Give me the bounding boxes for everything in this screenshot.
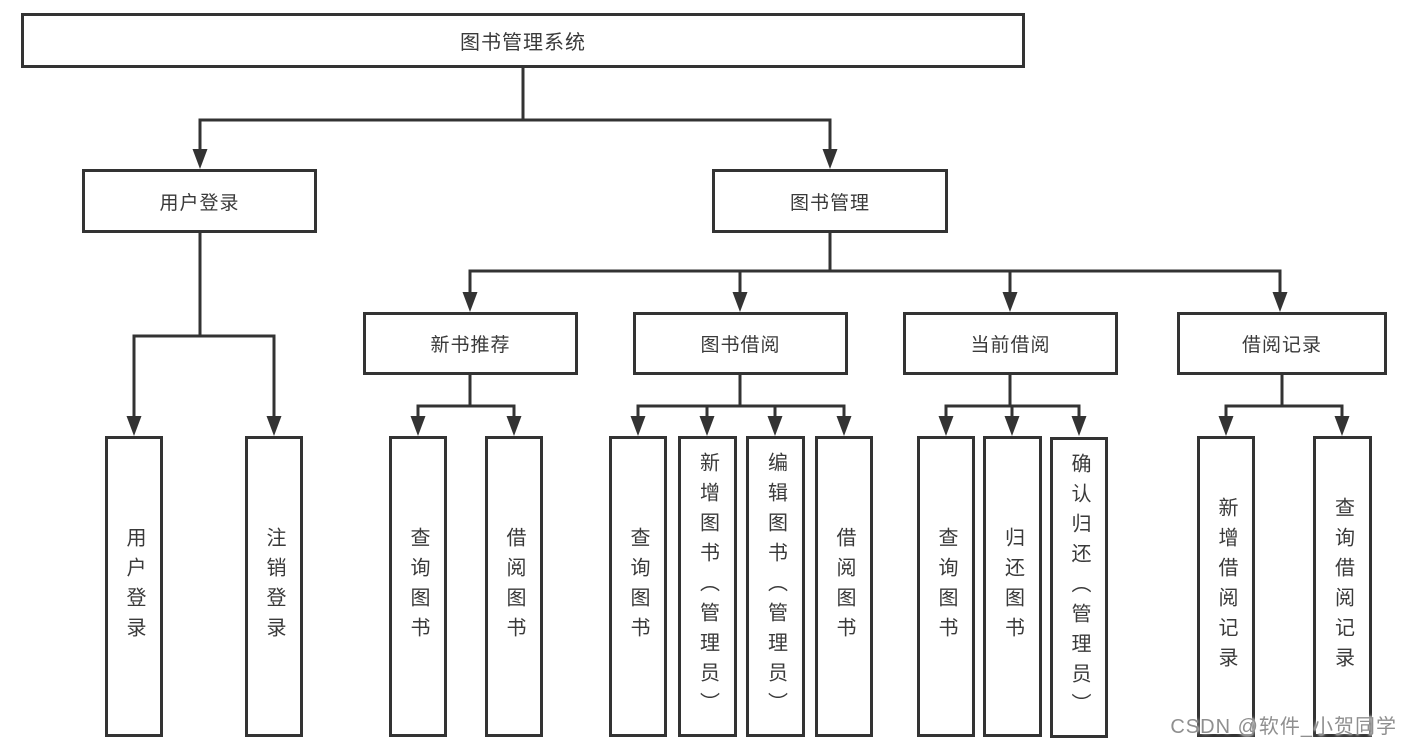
leaf-label: 借阅图书 [833,526,855,647]
watermark: CSDN @软件_小贺同学 [1170,716,1397,738]
node-leaf-query-books-borrow: 查询图书 [609,436,667,737]
leaf-label: 查询图书 [627,526,649,647]
leaf-label: 归还图书 [1001,526,1024,647]
node-leaf-return-books: 归还图书 [983,436,1042,737]
leaf-label: 用户登录 [123,526,145,647]
node-book-borrow-label: 图书借阅 [700,335,781,356]
node-current-borrow-label: 当前借阅 [970,335,1051,356]
node-book-borrow: 图书借阅 [633,312,848,375]
node-leaf-borrow-books-recommend: 借阅图书 [485,436,543,737]
node-leaf-edit-book-admin: 编辑图书（管理员） [746,436,805,737]
node-leaf-add-borrow-record: 新增借阅记录 [1197,436,1255,737]
node-leaf-query-books-recommend: 查询图书 [389,436,447,737]
node-new-book-recommend-label: 新书推荐 [430,335,511,356]
leaf-label: 新增图书（管理员） [696,451,719,722]
node-leaf-user-login: 用户登录 [105,436,163,737]
leaf-label: 查询图书 [407,526,429,647]
node-leaf-borrow-books-borrow: 借阅图书 [815,436,873,737]
leaf-label: 确认归还（管理员） [1068,452,1090,723]
node-leaf-confirm-return-admin: 确认归还（管理员） [1050,437,1108,738]
node-root-label: 图书管理系统 [460,32,586,54]
leaf-label: 查询图书 [935,526,957,647]
node-leaf-query-books-current: 查询图书 [917,436,975,737]
leaf-label: 借阅图书 [503,526,525,647]
node-user-login-label: 用户登录 [159,192,240,214]
node-book-management-label: 图书管理 [789,192,870,214]
node-current-borrow: 当前借阅 [903,312,1118,375]
node-new-book-recommend: 新书推荐 [363,312,578,375]
node-borrow-records-label: 借阅记录 [1241,335,1322,356]
node-borrow-records: 借阅记录 [1177,312,1387,375]
node-root: 图书管理系统 [21,13,1025,68]
leaf-label: 新增借阅记录 [1215,496,1237,677]
node-leaf-add-book-admin: 新增图书（管理员） [678,436,737,737]
node-leaf-logout: 注销登录 [245,436,303,737]
node-user-login: 用户登录 [82,169,317,233]
leaf-label: 查询借阅记录 [1331,496,1354,677]
node-book-management: 图书管理 [712,169,948,233]
node-leaf-query-borrow-record: 查询借阅记录 [1313,436,1372,737]
leaf-label: 编辑图书（管理员） [764,451,787,722]
leaf-label: 注销登录 [263,526,285,647]
